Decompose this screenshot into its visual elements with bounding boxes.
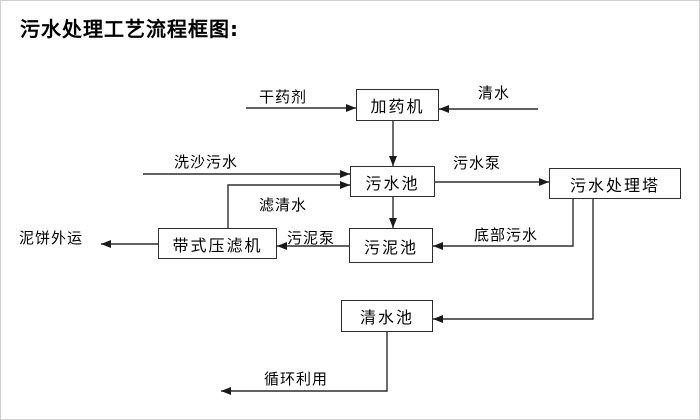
label-recycle-use: 循环利用 [264, 370, 329, 388]
label-dry-agent: 干药剂 [259, 88, 308, 106]
label-sewage-pump: 污水泵 [453, 154, 502, 172]
label-clean-water: 清水 [478, 84, 511, 102]
arrow-clean-pool-to-recycle [221, 332, 388, 395]
node-belt-filter-press: 带式压滤机 [158, 228, 277, 259]
node-dosing-machine: 加药机 [356, 89, 439, 121]
arrow-filtered-water-to-sewage-pool [227, 181, 350, 228]
node-sewage-treatment-tower: 污水处理塔 [549, 168, 681, 199]
arrow-tower-to-clean-pool [433, 199, 594, 323]
label-filtered-water: 滤清水 [259, 196, 308, 214]
label-bottom-sewage: 底部污水 [474, 226, 539, 244]
node-clean-water-pool: 清水池 [341, 300, 433, 332]
label-mud-cake-transport: 泥饼外运 [19, 229, 84, 247]
node-sewage-pool: 污水池 [350, 166, 435, 197]
label-sand-washing-sewage: 洗沙污水 [174, 153, 239, 171]
arrow-tower-to-sludge-pool [433, 199, 574, 250]
page-title: 污水处理工艺流程框图: [20, 17, 239, 41]
label-sludge-pump: 污泥泵 [287, 229, 336, 247]
node-sludge-pool: 污泥池 [349, 228, 433, 263]
